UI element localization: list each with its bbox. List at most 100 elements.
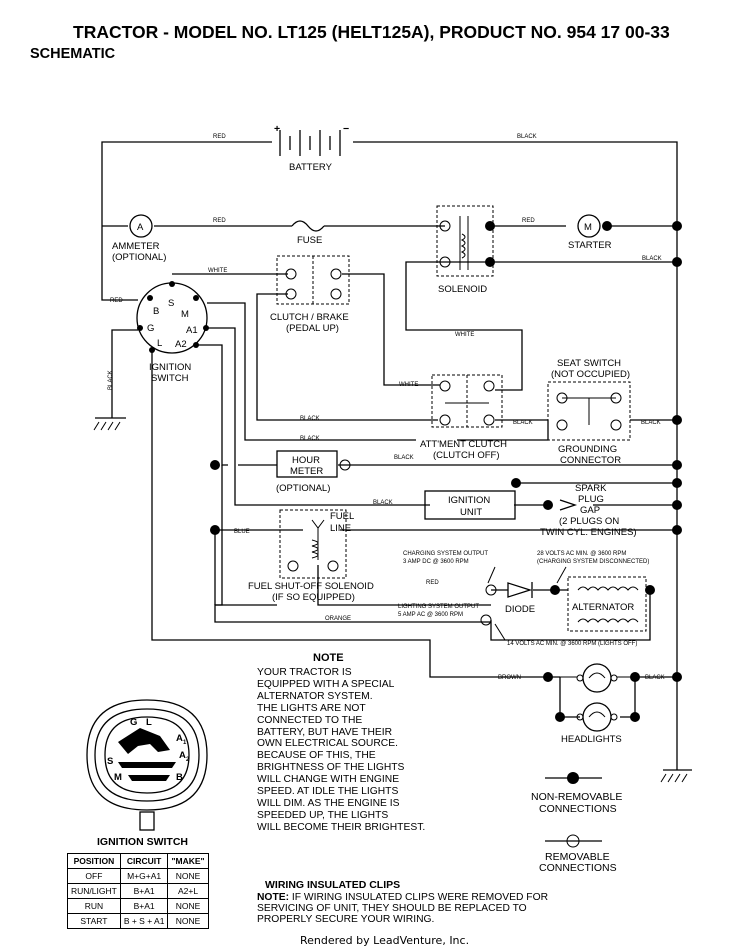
- seat-switch: SEAT SWITCH (NOT OCCUPIED) GROUNDING CON…: [547, 358, 631, 466]
- wire-label-black-starter: BLACK: [642, 256, 662, 262]
- wire-label-red-top: RED: [213, 134, 226, 140]
- wire-label-brown: BROWN: [498, 675, 521, 681]
- spark-label-1: SPARK: [575, 483, 607, 494]
- light-label-1: LIGHTING SYSTEM OUTPUT: [398, 604, 479, 610]
- ign-term-s: S: [168, 298, 174, 309]
- rail-dot: [672, 415, 682, 425]
- footer: Rendered by LeadVenture, Inc.: [300, 934, 470, 947]
- nonremovable-label-2: CONNECTIONS: [539, 803, 617, 815]
- table-cell: A2+L: [167, 883, 209, 899]
- rail-dot: [672, 460, 682, 470]
- starter: M STARTER: [568, 214, 612, 251]
- table-row: START B + S + A1 NONE: [67, 913, 209, 929]
- note-line: ALTERNATOR SYSTEM.: [257, 690, 373, 702]
- table-cell: B + S + A1: [119, 913, 169, 929]
- wire-label-black-ignunit: BLACK: [373, 500, 393, 506]
- alt28-label-1: 28 VOLTS AC MIN. @ 3600 RPM: [537, 551, 626, 557]
- battery-plus: +: [274, 123, 280, 135]
- wire-label-black-seat: BLACK: [513, 420, 533, 426]
- wire-label-black-hour: BLACK: [394, 455, 414, 461]
- note-line: OWN ELECTRICAL SOURCE.: [257, 738, 398, 750]
- light-label-2: 5 AMP AC @ 3600 RPM: [398, 612, 463, 618]
- starter-symbol: M: [584, 222, 592, 233]
- fuel-sol-label: FUEL SHUT-OFF SOLENOID: [248, 581, 374, 592]
- removable-dot: [566, 834, 580, 848]
- note-line: WILL BECOME THEIR BRIGHTEST.: [257, 821, 426, 833]
- table-cell: NONE: [167, 868, 209, 884]
- attclutch-label-sub: (CLUTCH OFF): [433, 450, 500, 461]
- table-header-row: POSITION CIRCUIT "MAKE": [67, 853, 209, 869]
- battery-minus: −: [343, 123, 349, 135]
- note-line: BECAUSE OF THIS, THE: [257, 750, 376, 762]
- ign-unit-label: IGNITION: [448, 495, 490, 506]
- fuse: FUSE: [291, 220, 325, 246]
- clips-line: NOTE: IF WIRING INSULATED CLIPS WERE REM…: [257, 892, 548, 903]
- wire-label-blue: BLUE: [234, 529, 250, 535]
- fuel-sol-label-2: (IF SO EQUIPPED): [272, 592, 355, 603]
- charge-label-2: 3 AMP DC @ 3600 RPM: [403, 559, 469, 565]
- ign-term-a1: A1: [186, 325, 198, 336]
- wire-label-black-headlight: BLACK: [645, 675, 665, 681]
- table-row: RUN/LIGHT B+A1 A2+L: [67, 883, 209, 899]
- fuel-shutoff-solenoid: FUEL LINE FUEL SHUT-OFF SOLENOID (IF SO …: [210, 509, 374, 603]
- rail-dot: [672, 478, 682, 488]
- headlights-label: HEADLIGHTS: [561, 734, 622, 745]
- table-header: "MAKE": [167, 853, 209, 869]
- face-s: S: [107, 756, 113, 767]
- nonremovable-label: NON-REMOVABLE: [531, 791, 622, 803]
- table-cell: RUN/LIGHT: [67, 883, 121, 899]
- table-header: CIRCUIT: [119, 853, 169, 869]
- note-line: SPEEDED UP, THE LIGHTS: [257, 809, 389, 821]
- spark-label-5: TWIN CYL. ENGINES): [540, 527, 637, 538]
- charging-system: CHARGING SYSTEM OUTPUT 3 AMP DC @ 3600 R…: [398, 551, 655, 647]
- nonremovable-dot: [567, 772, 579, 784]
- removable-label-2: CONNECTIONS: [539, 862, 617, 874]
- seat-label-sub: (NOT OCCUPIED): [551, 369, 630, 380]
- solenoid-label: SOLENOID: [438, 284, 487, 295]
- ign-term-l: L: [157, 338, 162, 349]
- rail-dot: [672, 221, 682, 231]
- table-row: RUN B+A1 NONE: [67, 898, 209, 914]
- wire-label-black-top: BLACK: [517, 134, 537, 140]
- table-cell: RUN: [67, 898, 121, 914]
- ign-term-g: G: [147, 323, 154, 334]
- clutch-label: CLUTCH / BRAKE: [270, 312, 349, 323]
- table-cell: M+G+A1: [119, 868, 169, 884]
- hour-meter: HOUR METER (OPTIONAL): [210, 450, 351, 494]
- table-cell: START: [67, 913, 121, 929]
- battery-label: BATTERY: [289, 162, 333, 173]
- alternator-label: ALTERNATOR: [572, 602, 634, 613]
- rail-dot: [672, 500, 682, 510]
- rail-dot: [672, 672, 682, 682]
- fuel-line-label: FUEL: [330, 511, 354, 522]
- wire-label-black-2: BLACK: [300, 436, 320, 442]
- table-cell: B+A1: [119, 883, 169, 899]
- note-line: BRIGHTNESS OF THE LIGHTS: [257, 762, 405, 774]
- ammeter-optional: (OPTIONAL): [112, 252, 166, 263]
- clips-line-1: IF WIRING INSULATED CLIPS WERE REMOVED F…: [289, 892, 549, 903]
- spark-label-2: PLUG: [578, 494, 604, 505]
- wire-label-white-top: WHITE: [208, 268, 227, 274]
- spark-plug: SPARK PLUG GAP (2 PLUGS ON TWIN CYL. ENG…: [540, 483, 637, 538]
- ign-term-a2: A2: [175, 339, 187, 350]
- alt14-label: 14 VOLTS AC MIN. @ 3600 RPM (LIGHTS OFF): [507, 641, 637, 647]
- wire-label-red-charge: RED: [426, 580, 439, 586]
- table-cell: NONE: [167, 913, 209, 929]
- starter-label: STARTER: [568, 240, 612, 251]
- ignition-switch-face: G L A 1 A 2 S M B: [86, 699, 208, 831]
- solenoid: SOLENOID: [436, 205, 495, 295]
- table-cell: NONE: [167, 898, 209, 914]
- wire-label-orange: ORANGE: [325, 616, 351, 622]
- grounding-label: GROUNDING: [558, 444, 617, 455]
- wire-label-red-ammeter: RED: [213, 218, 226, 224]
- removable-label: REMOVABLE: [545, 851, 610, 863]
- ammeter: A AMMETER (OPTIONAL): [112, 214, 166, 263]
- note-line: WILL CHANGE WITH ENGINE: [257, 774, 400, 786]
- seat-label: SEAT SWITCH: [557, 358, 621, 369]
- face-b: B: [176, 772, 183, 783]
- ignition-table-caption: IGNITION SWITCH: [97, 836, 188, 848]
- wire-label-white-mid: WHITE: [455, 332, 474, 338]
- spark-label-3: GAP: [580, 505, 600, 516]
- face-a1: A: [176, 733, 183, 744]
- page-subtitle: SCHEMATIC: [30, 46, 116, 62]
